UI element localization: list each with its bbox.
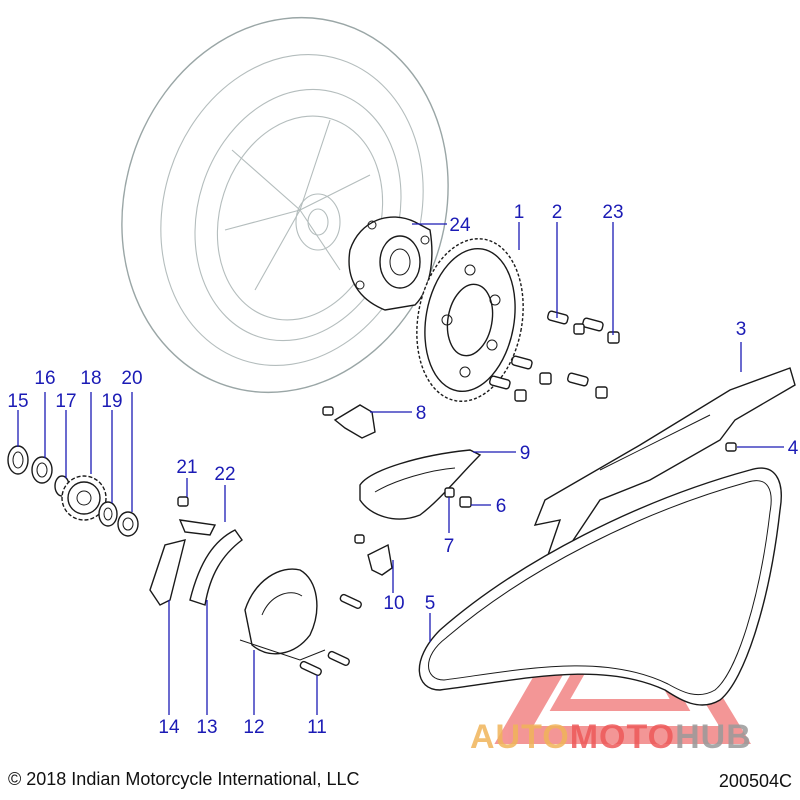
callout-22: 22	[214, 464, 235, 485]
sprocket-cover	[239, 568, 326, 661]
guard-bolt	[725, 442, 737, 452]
callout-18: 18	[80, 368, 101, 389]
callout-4: 4	[788, 438, 799, 459]
front-washer	[98, 501, 118, 527]
sprocket-studs	[489, 310, 604, 390]
chain-slider	[359, 449, 482, 520]
svg-text:AUTOMOTOHUB: AUTOMOTOHUB	[470, 718, 752, 756]
callout-5: 5	[425, 593, 436, 614]
diagram-code: 200504C	[718, 771, 792, 791]
callout-16: 16	[34, 368, 55, 389]
chain-guard	[533, 367, 796, 561]
callout-labels: 1 2 23 24 3 4 8 9 6 7 10 5 15 16 17 18 1…	[7, 202, 798, 738]
front-seal	[7, 445, 29, 475]
cover-bolts	[177, 496, 362, 676]
slider-bracket	[322, 404, 376, 439]
callout-17: 17	[55, 391, 76, 412]
guard-bracket	[354, 534, 393, 576]
watermark-part-moto: MOTO	[570, 718, 675, 756]
callout-15: 15	[7, 391, 28, 412]
callout-13: 13	[196, 717, 217, 738]
callout-19: 19	[101, 391, 122, 412]
callout-9: 9	[520, 443, 531, 464]
cover-bracket-inner	[189, 529, 243, 606]
callout-8: 8	[416, 403, 427, 424]
rear-hub	[348, 216, 433, 311]
callout-12: 12	[243, 717, 264, 738]
callout-11: 11	[307, 717, 327, 738]
callout-3: 3	[736, 319, 747, 340]
watermark-wordmark: AUTOMOTOHUB	[470, 718, 752, 756]
callout-24: 24	[449, 215, 471, 236]
watermark-part-hub: HUB	[675, 718, 752, 756]
callout-23: 23	[602, 202, 623, 223]
copyright-text: © 2018 Indian Motorcycle International, …	[8, 769, 360, 789]
watermark-part-auto: AUTO	[470, 718, 570, 756]
drive-chain	[418, 467, 782, 706]
callout-14: 14	[158, 717, 180, 738]
front-spacer	[31, 456, 53, 484]
callout-10: 10	[383, 593, 404, 614]
front-nut	[117, 511, 139, 537]
callout-6: 6	[496, 496, 507, 517]
callout-21: 21	[176, 457, 197, 478]
callout-1: 1	[514, 202, 525, 223]
callout-20: 20	[121, 368, 142, 389]
rear-sprocket	[416, 238, 524, 402]
front-sprocket	[61, 475, 107, 521]
cover-bracket-outer	[149, 519, 217, 606]
sprocket-nuts	[514, 323, 620, 402]
leader-lines	[17, 222, 784, 715]
callout-2: 2	[552, 202, 563, 223]
callout-7: 7	[444, 536, 455, 557]
